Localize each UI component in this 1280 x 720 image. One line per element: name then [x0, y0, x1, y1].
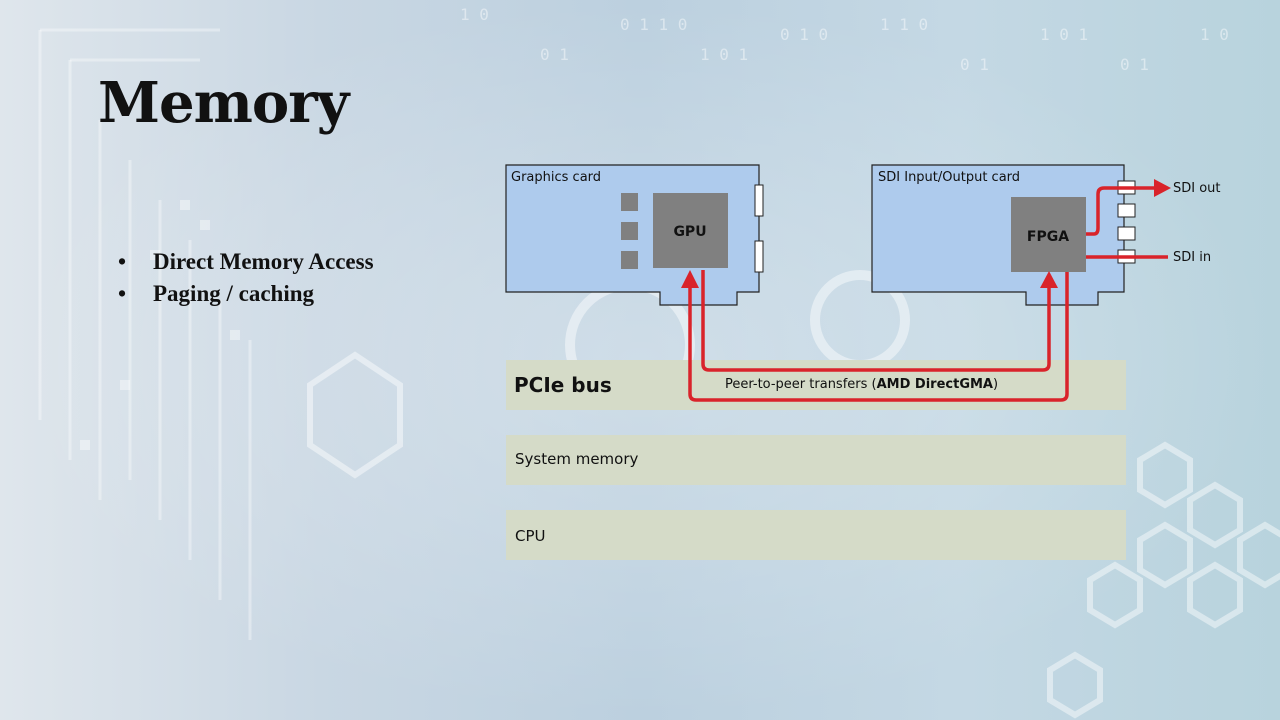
sdi-in-label: SDI in — [1173, 250, 1211, 265]
memory-chip — [621, 193, 638, 211]
svg-text:0 1 1 0: 0 1 1 0 — [620, 15, 687, 34]
graphics-card: Graphics card GPU — [505, 164, 764, 306]
sdi-card: SDI Input/Output card FPGA — [871, 164, 1136, 306]
sdi-card-label: SDI Input/Output card — [878, 170, 1020, 185]
output-port — [754, 184, 764, 217]
memory-chip — [621, 222, 638, 240]
bullet-item: Direct Memory Access — [118, 246, 374, 278]
svg-text:1 0 1: 1 0 1 — [700, 45, 748, 64]
sdi-out-label: SDI out — [1173, 181, 1221, 196]
memory-chip — [621, 251, 638, 269]
graphics-card-label: Graphics card — [511, 170, 601, 185]
gpu-arrowhead — [681, 270, 699, 288]
fpga-chip — [1011, 197, 1086, 272]
pcie-bus-label: PCIe bus — [514, 373, 612, 397]
svg-text:1 0: 1 0 — [460, 5, 489, 24]
sdi-port — [1117, 203, 1136, 218]
svg-text:1 0 1: 1 0 1 — [1040, 25, 1088, 44]
p2p-label-suffix: ) — [993, 377, 998, 392]
fpga-arrowhead — [1040, 271, 1058, 288]
system-memory-label: System memory — [515, 450, 638, 468]
gpu-chip — [653, 193, 728, 268]
p2p-label-bold: AMD DirectGMA — [877, 377, 993, 392]
cpu-label: CPU — [515, 527, 546, 545]
bullet-list: Direct Memory Access Paging / caching — [118, 246, 374, 310]
cpu-bar — [506, 510, 1126, 560]
slide-title: Memory — [98, 70, 349, 136]
p2p-label-prefix: Peer-to-peer transfers ( — [725, 377, 877, 392]
system-memory-bar — [506, 435, 1126, 485]
p2p-label: Peer-to-peer transfers (AMD DirectGMA) — [725, 377, 998, 392]
sdi-port — [1117, 226, 1136, 241]
svg-text:1 1 0: 1 1 0 — [880, 15, 928, 34]
sdi-out-arrowhead — [1154, 179, 1171, 197]
gpu-to-fpga-path — [701, 270, 1051, 372]
svg-text:0 1 0: 0 1 0 — [780, 25, 828, 44]
output-port — [754, 240, 764, 273]
sdi-out-line — [1086, 186, 1155, 236]
svg-text:1 0: 1 0 — [1200, 25, 1229, 44]
svg-text:0 1: 0 1 — [960, 55, 989, 74]
gpu-label: GPU — [673, 224, 706, 240]
svg-text:0 1: 0 1 — [540, 45, 569, 64]
fpga-to-gpu-path — [688, 272, 1069, 402]
bullet-item: Paging / caching — [118, 278, 374, 310]
svg-text:0 1: 0 1 — [1120, 55, 1149, 74]
fpga-label: FPGA — [1027, 229, 1069, 245]
